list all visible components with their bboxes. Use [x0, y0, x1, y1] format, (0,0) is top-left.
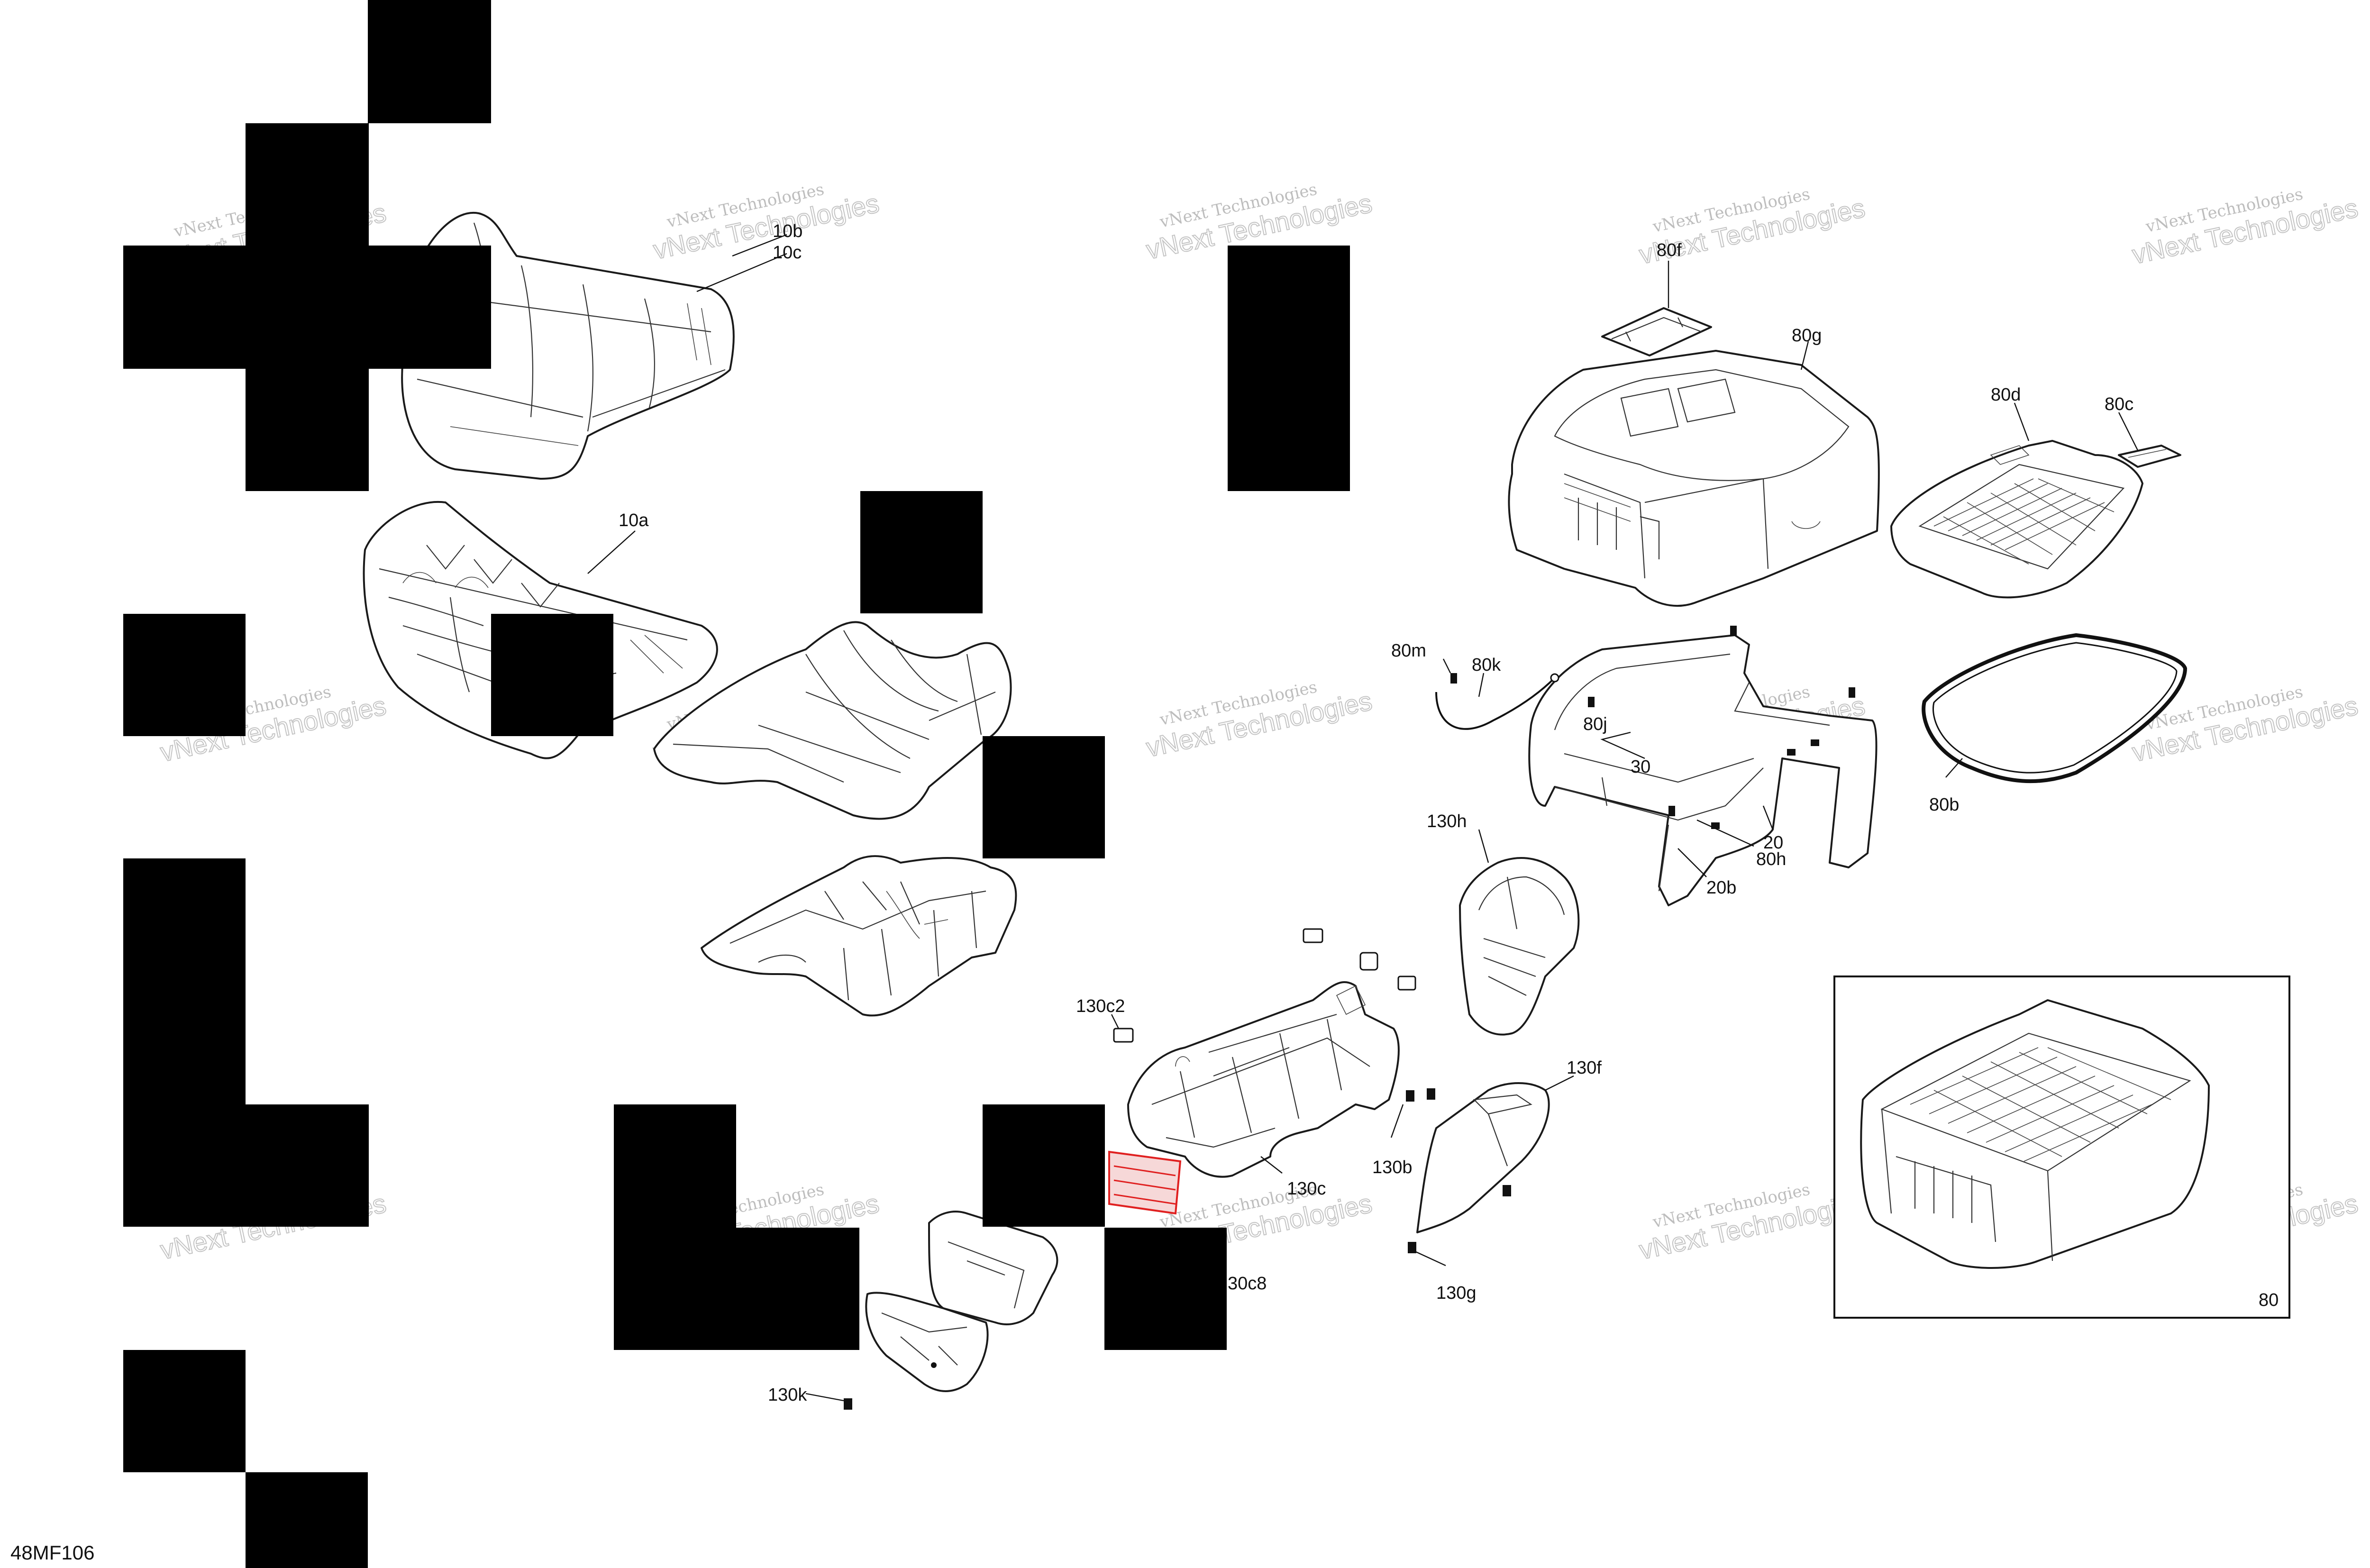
callout-130b[interactable]: 130b [1372, 1158, 1413, 1177]
part-armrest-bracket[interactable] [865, 1292, 989, 1392]
part-80b-seal[interactable] [1922, 633, 2188, 784]
redaction-block [123, 246, 491, 369]
redaction-block [123, 614, 246, 736]
callout-20b[interactable]: 20b [1706, 878, 1736, 898]
redaction-block [1104, 1228, 1227, 1350]
callout-80j[interactable]: 80j [1583, 714, 1607, 734]
callout-80d[interactable]: 80d [1991, 385, 2021, 405]
callout-10a[interactable]: 10a [619, 511, 649, 530]
callout-80h[interactable]: 80h [1756, 849, 1786, 869]
callout-130f[interactable]: 130f [1567, 1058, 1602, 1078]
part-130f-cover[interactable] [1416, 1082, 1550, 1233]
part-80c-latch[interactable] [2118, 445, 2181, 468]
callout-20[interactable]: 20 [1763, 833, 1783, 853]
callout-80g[interactable]: 80g [1792, 326, 1822, 346]
fastener-130c2 [844, 928, 1511, 1410]
part-80g-storage-box[interactable] [1508, 350, 1880, 607]
redaction-block [491, 614, 613, 736]
part-130c-support-frame[interactable] [1127, 981, 1400, 1178]
callout-10c[interactable]: 10c [773, 243, 802, 263]
part-armrest[interactable] [928, 1211, 1058, 1325]
callout-30[interactable]: 30 [1631, 757, 1650, 777]
part-130h-bracket[interactable] [1459, 857, 1580, 1036]
callout-80k[interactable]: 80k [1472, 655, 1501, 675]
leader-lines [587, 234, 2139, 1402]
part-130c8-highlighted[interactable] [1108, 1150, 1182, 1215]
part-80d-lid[interactable] [1890, 440, 2143, 599]
callout-80b[interactable]: 80b [1929, 795, 1959, 815]
callout-130c2[interactable]: 130c2 [1076, 996, 1125, 1016]
redaction-blocks [123, 0, 1350, 1568]
callout-130c8[interactable]: 30c8 [1228, 1274, 1267, 1294]
redaction-block [123, 1350, 246, 1472]
callout-10b[interactable]: 10b [773, 221, 802, 241]
part-80k-cable[interactable] [1435, 673, 1559, 730]
redaction-block [860, 491, 983, 613]
callout-labels: 10b 10c 10a 80f 80g 80d 80c 80m 80k 80j … [619, 221, 2133, 1405]
callout-80f[interactable]: 80f [1657, 240, 1682, 260]
redaction-block [246, 1472, 368, 1568]
inset-label: 80 [2259, 1290, 2279, 1310]
callout-80c[interactable]: 80c [2105, 394, 2133, 414]
redaction-block [983, 1104, 1105, 1227]
redaction-block [614, 1228, 859, 1350]
callout-130h[interactable]: 130h [1427, 811, 1467, 831]
inset-panel: 80 [1833, 975, 2290, 1319]
part-passenger-seat[interactable] [653, 621, 1012, 820]
redaction-block [983, 736, 1105, 858]
drawing-code: 48MF106 [10, 1541, 94, 1564]
part-20-frame[interactable] [1528, 634, 1878, 906]
redaction-block [123, 1104, 369, 1227]
redaction-block [1228, 246, 1350, 491]
part-80f-latch-plate[interactable] [1601, 307, 1712, 356]
callout-130c[interactable]: 130c [1287, 1179, 1326, 1199]
redaction-block [368, 0, 491, 123]
callout-130k[interactable]: 130k [768, 1385, 807, 1405]
callout-80m[interactable]: 80m [1391, 641, 1426, 661]
part-seat-support[interactable] [701, 855, 1017, 1017]
callout-130g[interactable]: 130g [1436, 1283, 1477, 1303]
